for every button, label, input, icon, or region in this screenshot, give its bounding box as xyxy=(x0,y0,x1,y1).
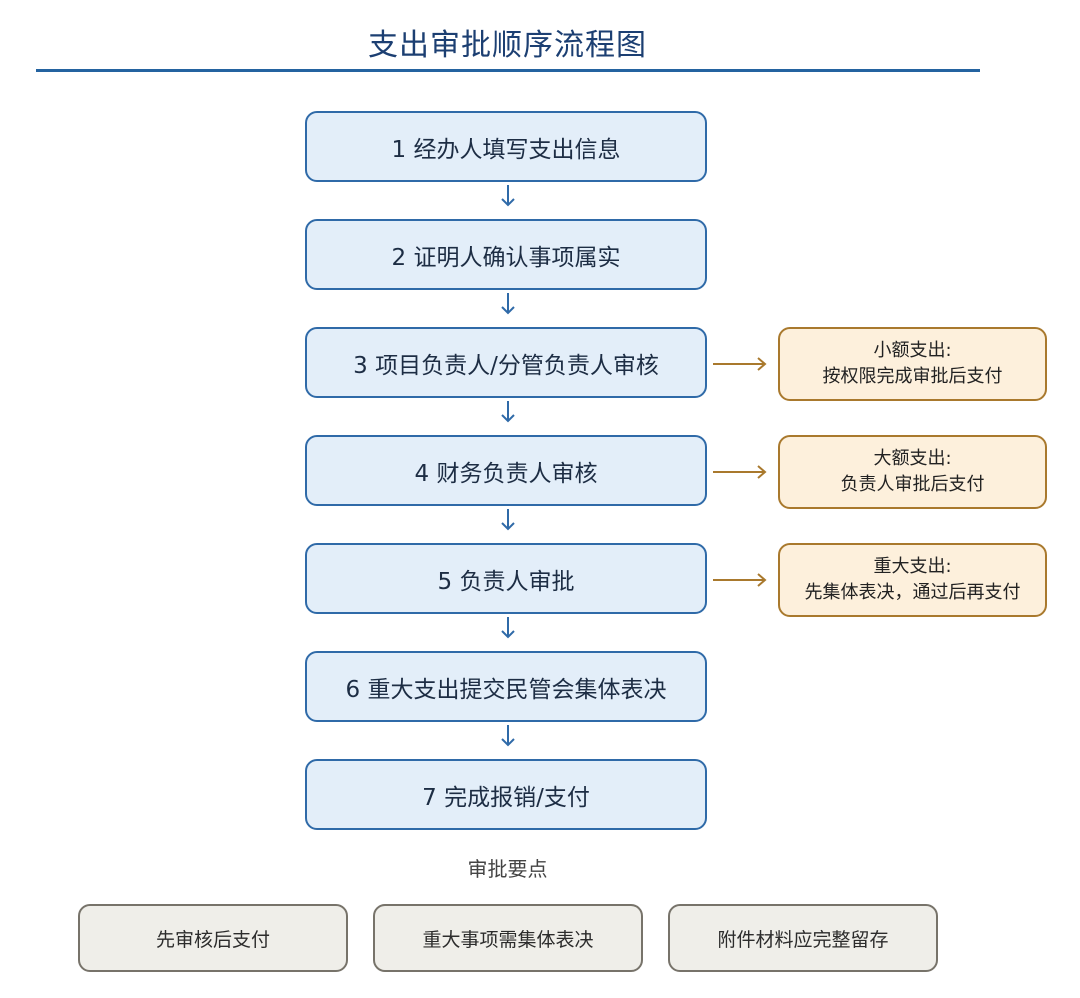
arrow-right-icon xyxy=(713,573,767,587)
note-heading: 小额支出: xyxy=(873,340,952,361)
arrow-right-icon xyxy=(713,465,767,479)
arrow-down-icon xyxy=(501,185,515,207)
key-point-text: 先审核后支付 xyxy=(155,928,270,951)
step-3-label: 3 项目负责人/分管负责人审核 xyxy=(353,352,659,379)
step-3-box: 3 项目负责人/分管负责人审核 xyxy=(305,327,707,398)
key-point-text: 重大事项需集体表决 xyxy=(422,928,594,951)
key-point-box: 附件材料应完整留存 xyxy=(668,904,938,972)
step-4-box: 4 财务负责人审核 xyxy=(305,435,707,506)
note-heading: 大额支出: xyxy=(873,448,952,469)
step-2-box: 2 证明人确认事项属实 xyxy=(305,219,707,290)
key-point-text: 附件材料应完整留存 xyxy=(717,928,889,951)
step-7-label: 7 完成报销/支付 xyxy=(422,784,590,811)
arrow-down-icon xyxy=(501,617,515,639)
step-4-label: 4 财务负责人审核 xyxy=(414,460,598,487)
key-point-box: 先审核后支付 xyxy=(78,904,348,972)
arrow-down-icon xyxy=(501,509,515,531)
step-6-label: 6 重大支出提交民管会集体表决 xyxy=(345,676,667,703)
arrow-down-icon xyxy=(501,293,515,315)
arrow-right-icon xyxy=(713,357,767,371)
page-title: 支出审批顺序流程图 xyxy=(368,28,647,63)
note-heading: 重大支出: xyxy=(873,556,952,577)
note-large-expense: 大额支出: 负责人审批后支付 xyxy=(778,435,1047,509)
note-major-expense: 重大支出: 先集体表决，通过后再支付 xyxy=(778,543,1047,617)
note-text: 按权限完成审批后支付 xyxy=(822,366,1003,387)
note-text: 先集体表决，通过后再支付 xyxy=(804,582,1021,603)
key-points-heading: 审批要点 xyxy=(467,857,548,881)
step-2-label: 2 证明人确认事项属实 xyxy=(391,244,621,271)
step-1-box: 1 经办人填写支出信息 xyxy=(305,111,707,182)
step-5-box: 5 负责人审批 xyxy=(305,543,707,614)
step-7-box: 7 完成报销/支付 xyxy=(305,759,707,830)
step-1-label: 1 经办人填写支出信息 xyxy=(391,136,621,163)
step-6-box: 6 重大支出提交民管会集体表决 xyxy=(305,651,707,722)
arrow-down-icon xyxy=(501,725,515,747)
key-point-box: 重大事项需集体表决 xyxy=(373,904,643,972)
title-divider xyxy=(36,69,980,72)
note-small-expense: 小额支出: 按权限完成审批后支付 xyxy=(778,327,1047,401)
note-text: 负责人审批后支付 xyxy=(840,474,985,495)
arrow-down-icon xyxy=(501,401,515,423)
step-5-label: 5 负责人审批 xyxy=(437,568,575,595)
